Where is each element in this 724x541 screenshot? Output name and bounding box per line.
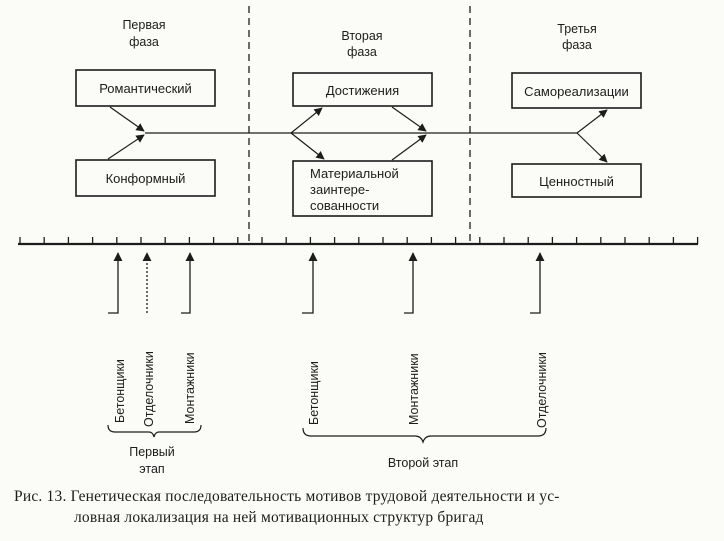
caption-line-1: Рис. 13. Генетическая последовательность… [14, 488, 560, 505]
arrow-romantic-to-line [109, 106, 145, 132]
stage-1-subtitle: этап [139, 462, 164, 476]
box-material-line-2: заинтере- [310, 182, 369, 197]
box-romantic [75, 69, 216, 107]
box-conform [75, 159, 216, 197]
phase-3-subtitle: фаза [562, 38, 592, 52]
arrow-line-to-achievements [290, 107, 323, 134]
marker-stage1-concrete [108, 252, 123, 314]
marker-stage2-finishing [530, 252, 545, 314]
marker-stage2-concrete [302, 252, 318, 314]
label-stage1-concrete: Бетонщики [113, 359, 127, 423]
caption-line-2: ловная локализация на ней мотивационных … [74, 509, 484, 526]
phase-1-title: Первая [122, 18, 165, 32]
box-achievements-label: Достижения [326, 83, 399, 98]
phase-3-title: Третья [557, 22, 596, 36]
arrow-achievements-to-line [391, 106, 427, 132]
box-material-line-3: сованности [310, 198, 379, 213]
brace-first-stage [107, 424, 202, 438]
phase-2-title: Вторая [341, 29, 382, 43]
label-stage2-finishing: Отделочники [535, 352, 549, 428]
phase-1-subtitle: фаза [129, 35, 159, 49]
box-achievements [292, 72, 433, 107]
box-value [511, 163, 642, 198]
phase-2-subtitle: фаза [347, 45, 377, 59]
marker-stage1-assembly [181, 252, 195, 314]
label-stage1-assembly: Монтажники [183, 352, 197, 424]
label-stage2-concrete: Бетонщики [307, 361, 321, 425]
arrow-material-to-line [391, 134, 427, 161]
stage-1-title: Первый [129, 445, 175, 459]
arrow-conform-to-line [107, 134, 145, 160]
stage-2-title: Второй этап [388, 456, 458, 470]
label-stage2-assembly: Монтажники [407, 353, 421, 425]
arrow-line-to-selfrealization [576, 109, 608, 134]
box-material-line-1: Материальной [310, 166, 399, 181]
box-material [292, 160, 433, 217]
box-romantic-label: Романтический [99, 81, 192, 96]
timeline-ticks [19, 237, 699, 244]
brace-second-stage [302, 427, 547, 444]
box-value-label: Ценностный [539, 174, 614, 189]
box-selfrealization [511, 72, 642, 109]
box-conform-label: Конформный [106, 171, 186, 186]
label-stage1-finishing: Отделочники [142, 351, 156, 427]
arrow-line-to-value [576, 132, 608, 163]
figure-caption: Рис. 13. Генетическая последовательность… [14, 486, 714, 528]
box-selfrealization-label: Самореализации [524, 84, 629, 99]
arrow-line-to-material [290, 132, 325, 160]
marker-stage2-assembly [404, 252, 418, 314]
